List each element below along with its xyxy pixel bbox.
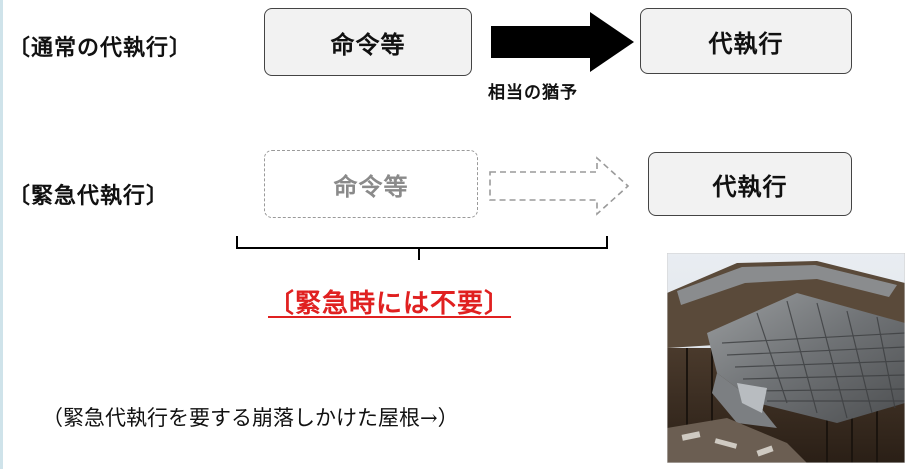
emergency-order-box-dashed: 命令等 [264, 150, 478, 218]
grace-period-label: 相当の猶予 [488, 83, 578, 103]
normal-execution-box: 代執行 [640, 8, 852, 74]
collapsing-roof-photo [667, 253, 905, 463]
emergency-execution-box: 代執行 [648, 152, 852, 216]
photo-caption: （緊急代執行を要する崩落しかけた屋根→） [42, 406, 459, 430]
not-required-note: 〔緊急時には不要〕 [268, 289, 512, 319]
normal-order-box: 命令等 [264, 8, 472, 76]
emergency-execution-label: 〔緊急代執行〕 [8, 184, 170, 209]
normal-execution-label: 〔通常の代執行〕 [8, 36, 193, 61]
